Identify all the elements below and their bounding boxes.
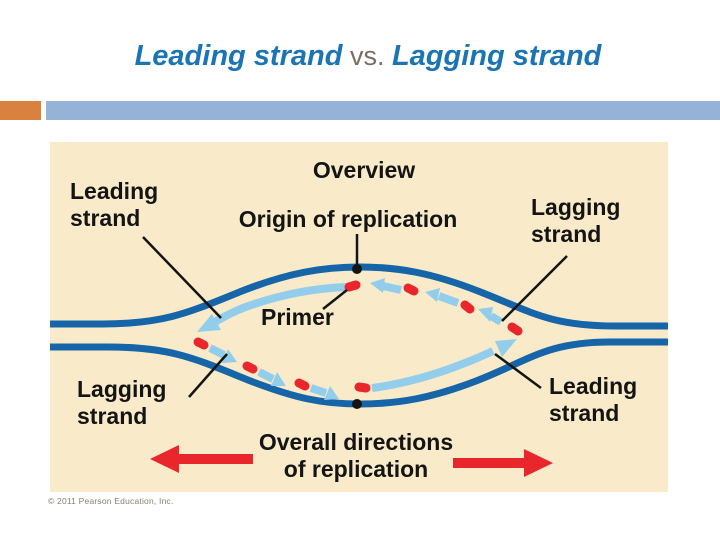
accent-orange-block (0, 101, 41, 120)
okazaki-fragment-6 (309, 384, 328, 397)
replication-bubble-figure (50, 234, 668, 477)
okazaki-arrowhead-3 (478, 307, 493, 322)
label-primer: Primer (261, 304, 334, 330)
okazaki-fragment-2 (437, 292, 460, 307)
title-vs: vs. (342, 41, 392, 71)
label-overall-directions: Overall directions of replication (258, 429, 454, 482)
pointer-primer (322, 289, 348, 310)
primer-bl-3 (294, 378, 310, 391)
pointer-leading-bottom-right (494, 352, 542, 390)
overall-direction-arrow-right (453, 449, 553, 477)
accent-blue-bar (46, 101, 720, 120)
okazaki-fragment-1 (382, 282, 402, 294)
okazaki-arrowhead-5 (271, 372, 286, 386)
primer-bottom-center (354, 382, 371, 393)
primers-and-direction-arrows (150, 280, 553, 477)
okazaki-fragment-3 (488, 312, 504, 326)
overall-direction-arrow-left (150, 445, 253, 473)
origin-dot-bottom (352, 399, 362, 409)
pointer-lagging-top-right (501, 255, 568, 322)
label-origin-of-replication: Origin of replication (238, 206, 458, 232)
page-title: Leading strand vs. Lagging strand (0, 40, 720, 73)
okazaki-arrowhead-4 (222, 349, 237, 363)
annotation-lines-and-dots (142, 234, 568, 409)
pointer-lagging-bottom-left (188, 353, 228, 398)
leading-arrowhead-bottom-right (495, 339, 517, 357)
primer-bl-2 (242, 361, 258, 374)
leading-strand-arrow-top-left (211, 283, 349, 327)
label-leading-strand-top-left: Leading strand (70, 178, 159, 231)
primer-tr-1 (403, 283, 419, 296)
label-lagging-strand-bottom-left: Lagging strand (77, 376, 167, 429)
okazaki-arrowhead-6 (324, 386, 339, 400)
parental-strand-top (50, 263, 668, 330)
okazaki-arrowhead-1 (370, 278, 385, 293)
copyright-notice: © 2011 Pearson Education, Inc. (48, 496, 174, 506)
label-overview: Overview (312, 157, 416, 183)
leading-arrowhead-top-left (197, 314, 221, 332)
title-leading-strand: Leading strand (134, 40, 343, 72)
label-lagging-strand-top-right: Lagging strand (531, 194, 621, 247)
primer-bl-1 (193, 337, 209, 350)
pointer-leading-top-left (142, 236, 222, 319)
title-lagging-strand: Lagging strand (391, 40, 602, 72)
leading-strand-arrow-bottom-right (371, 347, 495, 392)
replication-diagram: Leading strand Overview Origin of replic… (50, 142, 668, 492)
okazaki-fragment-5 (257, 368, 275, 383)
new-dna-strands (197, 278, 517, 400)
origin-dot-top (352, 264, 362, 274)
primer-tr-3 (507, 322, 523, 336)
label-leading-strand-bottom-right: Leading strand (549, 373, 638, 426)
primer-top-center (344, 280, 361, 292)
okazaki-fragment-4 (208, 344, 226, 359)
primer-tr-2 (460, 300, 475, 314)
okazaki-arrowhead-2 (425, 288, 440, 302)
